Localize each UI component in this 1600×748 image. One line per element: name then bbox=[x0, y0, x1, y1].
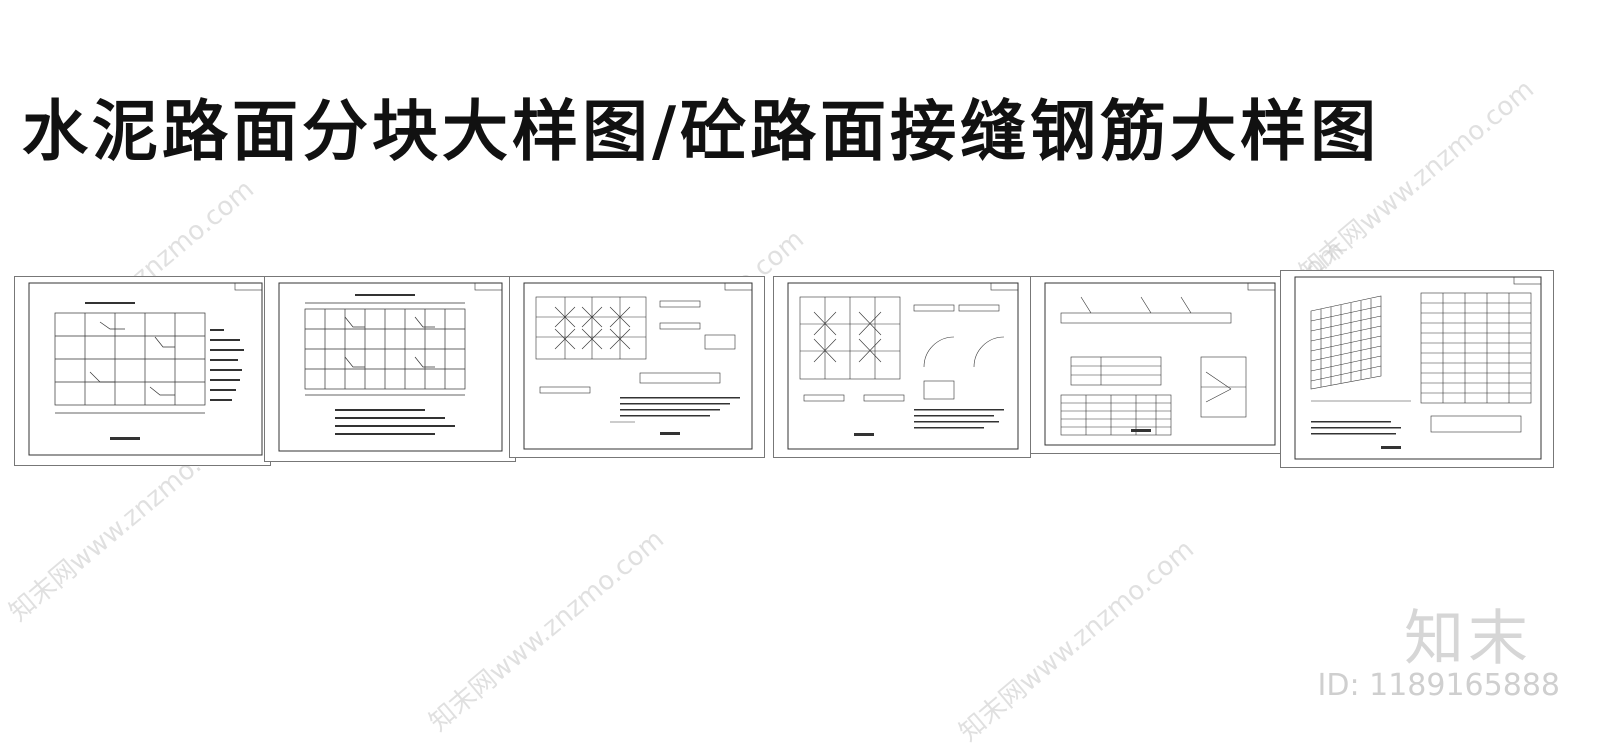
drawing-sheet-6 bbox=[1280, 270, 1554, 468]
rebar-mesh-drawing bbox=[1294, 276, 1542, 460]
panel-layout-wide-drawing bbox=[278, 282, 503, 452]
drawing-sheet-1 bbox=[14, 276, 271, 466]
joint-detail-drawing-2 bbox=[787, 282, 1019, 450]
drawing-sheet-2 bbox=[264, 276, 516, 462]
panel-layout-drawing bbox=[28, 282, 263, 456]
drawing-sheet-5 bbox=[1030, 276, 1288, 454]
brand-logo: 知末 bbox=[1404, 604, 1532, 674]
rebar-table-drawing bbox=[1044, 282, 1276, 446]
drawing-sheet-4 bbox=[773, 276, 1031, 458]
watermark-7: 知末网www.znzmo.com bbox=[953, 534, 1200, 748]
page-title: 水泥路面分块大样图/砼路面接缝钢筋大样图 bbox=[22, 92, 1381, 170]
drawing-sheet-3 bbox=[509, 276, 765, 458]
image-id-label: ID: 1189165888 bbox=[1317, 668, 1560, 703]
watermark-6: 知末网www.znzmo.com bbox=[423, 524, 670, 738]
joint-detail-drawing bbox=[523, 282, 753, 450]
